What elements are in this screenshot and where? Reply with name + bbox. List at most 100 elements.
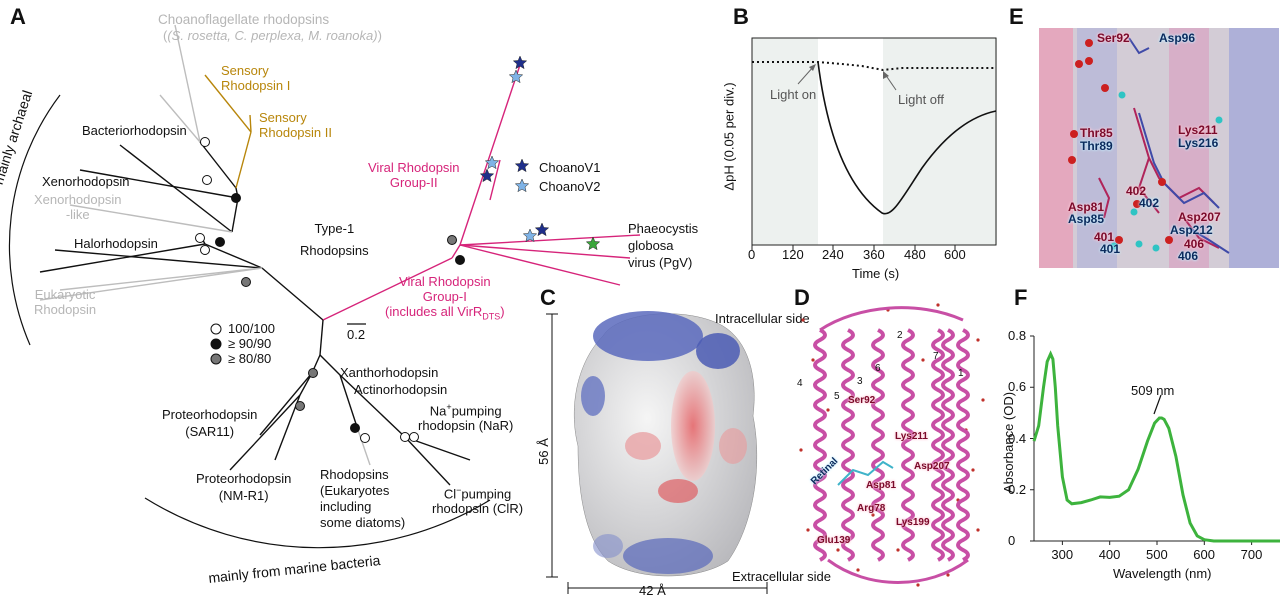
helix-ribbons	[813, 306, 970, 584]
ph-xtick-120: 120	[782, 247, 804, 262]
light-off-region-left	[752, 38, 818, 245]
water-dot	[836, 548, 840, 552]
label-sensory2: Sensory Rhodopsin II	[259, 110, 332, 140]
water-dot	[799, 448, 803, 452]
support-node	[202, 175, 212, 185]
helix-ribbon	[841, 328, 855, 562]
label-pgv: Phaeocystis globosa virus (PgV)	[628, 221, 699, 270]
label-scale: 0.2	[347, 327, 366, 342]
legend-100: 100/100	[228, 321, 275, 336]
peak-annotation-line	[1153, 394, 1162, 415]
label-viral-group1: Viral Rhodopsin Group-I (includes all Vi…	[385, 274, 505, 322]
ph-trace-dotted	[752, 61, 996, 72]
residue-lys216-e: Lys216	[1178, 136, 1219, 150]
active-site-overlay	[1039, 28, 1279, 268]
absorbance-annotation: 509 nm	[1131, 383, 1175, 398]
star-marker	[522, 228, 538, 243]
water-401-cyan: 401	[1100, 242, 1121, 256]
panel-b-label: B	[733, 4, 749, 29]
ph-xtick-360: 360	[863, 247, 885, 262]
residue-arg78-d: Arg78	[857, 503, 886, 514]
label-sensory1: Sensory Rhodopsin I	[221, 63, 291, 93]
sticks-blue	[1128, 37, 1230, 254]
label-bacteriorhodopsin: Bacteriorhodopsin	[82, 123, 187, 138]
residue-lys211-e: Lys211	[1178, 123, 1218, 137]
label-xenorhodopsin-like: Xenorhodopsin -like	[34, 192, 122, 222]
residue-lys199-d: Lys199	[896, 517, 930, 528]
label-cl-pumping: Cl−pumping rhodopsin (ClR)	[432, 485, 524, 517]
absorbance-ytick: 0.8	[1008, 328, 1027, 343]
label-height-56: 56 Å	[535, 438, 551, 465]
water-dot	[976, 338, 980, 342]
residue-glu139-d: Glu139	[817, 535, 851, 546]
label-viral-group2: Viral Rhodopsin Group-II	[368, 160, 460, 190]
helix-number-4: 4	[797, 378, 803, 389]
panel-c-label: C	[540, 285, 556, 310]
light-off-arrowhead	[883, 71, 889, 79]
residue-asp207-e: Asp207	[1178, 210, 1221, 224]
water-dot	[946, 573, 950, 577]
water-dot	[856, 568, 860, 572]
water-dot	[806, 528, 810, 532]
water-dot	[976, 528, 980, 532]
support-node	[231, 193, 241, 203]
absorbance-xtick: 300	[1051, 547, 1074, 562]
absorbance-ytick: 0.4	[1008, 430, 1027, 446]
absorbance-xtick: 700	[1240, 547, 1263, 562]
support-node	[350, 423, 360, 433]
residue-asp85-e: Asp85	[1068, 212, 1105, 226]
water-dot	[936, 303, 940, 307]
residue-ser92-e: Ser92	[1097, 31, 1130, 45]
legend-90: ≥ 90/90	[228, 336, 272, 351]
label-proteorhodopsin-nmr1: Proteorhodopsin (NM-R1)	[196, 471, 292, 503]
absorbance-xlabel: Wavelength (nm)	[1113, 566, 1212, 581]
label-extracellular: Extracellular side	[732, 569, 831, 584]
absorbance-xtick: 500	[1146, 547, 1168, 562]
label-xanthorhodopsin: Xanthorhodopsin	[340, 365, 439, 380]
marine-arc	[144, 497, 491, 549]
water-dot	[971, 468, 975, 472]
retinal-chain	[837, 460, 894, 486]
water-406-cyan: 406	[1178, 249, 1199, 263]
support-node	[447, 235, 457, 245]
water-406-pink: 406	[1184, 237, 1205, 251]
water-dot	[916, 583, 920, 587]
label-light-on: Light on	[770, 87, 817, 102]
support-node	[215, 237, 225, 247]
light-on-arrowhead	[809, 64, 816, 71]
helix-ribbon	[871, 328, 885, 562]
legend-circle-black	[210, 338, 222, 350]
residue-thr89-e: Thr89	[1080, 139, 1113, 153]
waters-red	[1068, 39, 1173, 244]
residue-lys211-d: Lys211	[895, 431, 928, 442]
panel-d-label: D	[794, 285, 810, 310]
ph-xlabel: Time (s)	[852, 266, 900, 281]
support-node	[400, 432, 410, 442]
waters-cyan	[1110, 91, 1223, 252]
ph-xtick-240: 240	[822, 247, 844, 262]
label-choanov1: ChoanoV1	[539, 160, 601, 175]
label-intracellular: Intracellular side	[715, 311, 810, 326]
support-node	[200, 245, 210, 255]
panel-e-label: E	[1009, 4, 1024, 29]
water-dot	[811, 358, 815, 362]
label-na-pumping: Na+pumping rhodopsin (NaR)	[418, 402, 514, 434]
water-402-pink: 402	[1126, 184, 1147, 198]
label-choano-title: Choanoflagellate rhodopsins	[158, 12, 330, 27]
panel-f-label: F	[1014, 285, 1028, 310]
star-marker	[514, 178, 530, 193]
water-dot	[921, 358, 925, 362]
star-marker	[514, 158, 530, 173]
legend-80: ≥ 80/80	[228, 351, 272, 366]
absorbance-ytick: 0.6	[1008, 379, 1027, 395]
archaeal-arc	[8, 94, 61, 346]
helix-number-1: 1	[958, 368, 964, 379]
support-node	[200, 137, 210, 147]
protein-surface	[573, 313, 758, 577]
ph-xtick-600: 600	[944, 247, 966, 262]
legend-circle-open	[210, 323, 222, 335]
residue-asp212-e: Asp212	[1170, 223, 1213, 237]
label-type1: Type-1 Rhodopsins	[300, 221, 369, 258]
support-node	[455, 255, 465, 265]
star-marker	[585, 236, 601, 251]
